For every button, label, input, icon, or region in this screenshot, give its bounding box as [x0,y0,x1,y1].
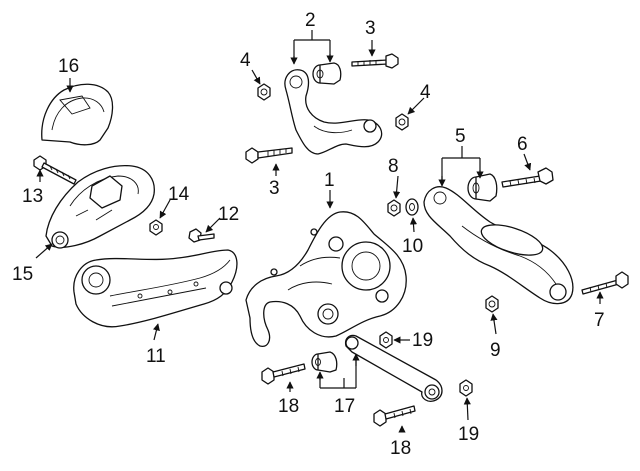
part-19-nut-lower [459,379,473,397]
part-1-knuckle [245,211,407,347]
leader-lines [35,30,604,433]
part-18-bolt-right [373,405,416,427]
part-15-bracket [45,164,155,249]
part-12-bolt [188,228,215,243]
callout-19-lower: 19 [458,424,479,445]
part-7-bolt [581,271,629,295]
callout-4-left: 4 [240,50,251,71]
callout-labels: 1 2 3 3 4 4 5 6 7 8 9 10 11 12 13 14 15 … [12,10,605,459]
part-4-nut-right [395,113,409,131]
callout-16: 16 [58,56,79,77]
part-2-bushing [312,62,342,85]
callout-3-lower: 3 [269,178,280,199]
part-6-bolt [501,167,554,188]
callout-7: 7 [594,310,605,331]
callout-19-upper: 19 [412,330,433,351]
callout-18-right: 18 [390,438,411,459]
callout-4-right: 4 [420,82,431,103]
part-13-bolt [33,155,77,185]
part-3-bolt-lower [245,147,293,164]
part-5-lower-arm [423,186,574,305]
callout-11: 11 [146,346,166,367]
callout-14: 14 [168,184,190,205]
part-19-nut-upper [379,331,393,349]
part-17-bushing [311,351,338,373]
callout-13: 13 [22,186,43,207]
part-17-link [344,334,443,402]
callout-2: 2 [305,10,316,31]
part-11-trailing-arm [73,249,238,328]
part-10-washer [405,198,419,216]
part-16-shield [41,83,114,146]
callout-17: 17 [334,396,355,417]
callout-15: 15 [12,264,33,285]
callout-1: 1 [324,170,335,191]
part-4-nut-left [257,83,271,101]
callout-18-left: 18 [278,396,299,417]
part-18-bolt-left [261,363,306,385]
part-9-nut [485,295,499,313]
part-3-bolt-top [351,53,399,69]
callout-3-top: 3 [365,18,376,39]
callout-12: 12 [218,204,239,225]
callout-8: 8 [388,156,399,177]
callout-9: 9 [490,340,501,361]
callout-5: 5 [455,126,466,147]
part-14-nut [149,219,163,236]
callout-10: 10 [402,236,423,257]
part-2-upper-arm [284,69,383,155]
part-5-bushing [467,173,498,202]
callout-6: 6 [517,134,528,155]
part-8-nut [387,199,401,217]
